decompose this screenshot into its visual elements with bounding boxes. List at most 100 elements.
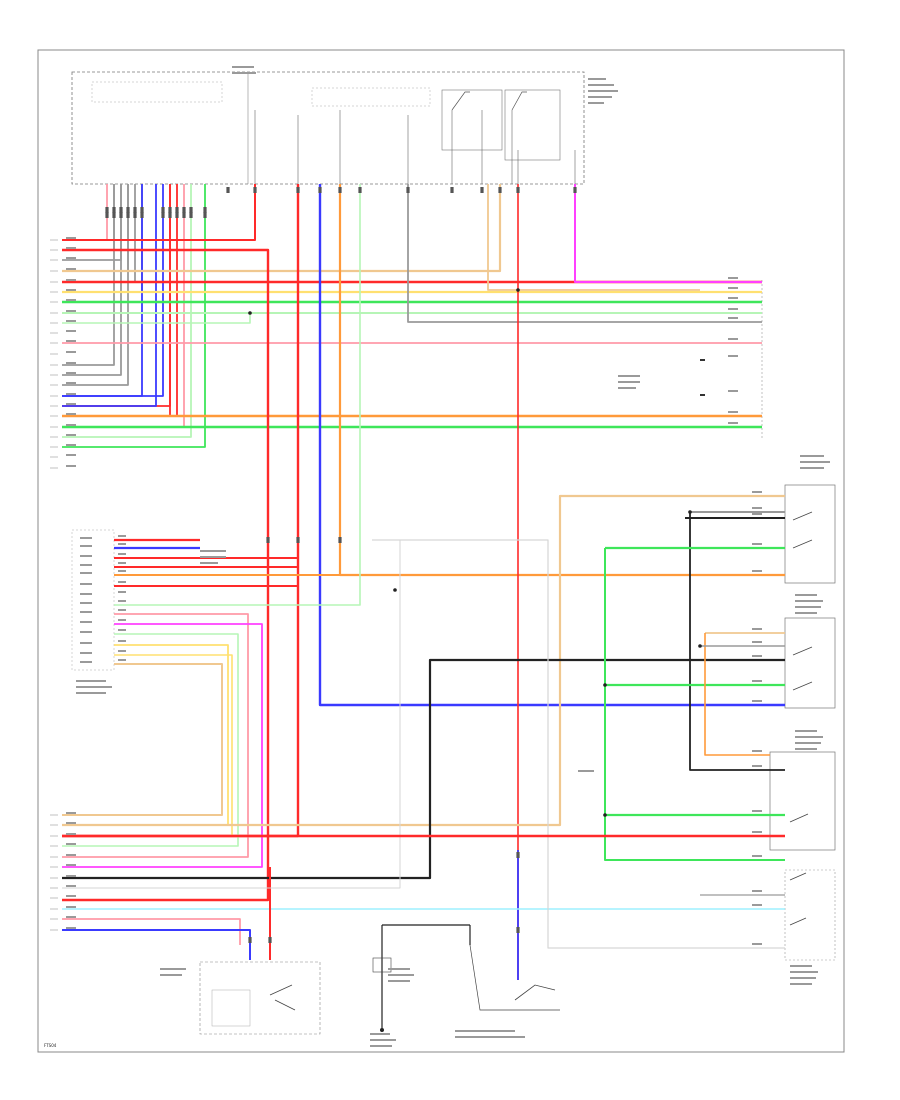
label-mark xyxy=(752,570,762,572)
label-mark xyxy=(66,299,76,301)
label-mark xyxy=(66,403,76,405)
connector-mark xyxy=(358,187,362,193)
label-mark xyxy=(66,864,76,866)
connector-mark xyxy=(140,212,144,218)
label-mark xyxy=(80,611,92,613)
connector-mark xyxy=(182,212,186,218)
label-mark xyxy=(790,977,816,979)
wire-red-top xyxy=(62,184,256,241)
connector-mark xyxy=(498,187,502,193)
label-mark xyxy=(66,289,76,291)
label-mark xyxy=(728,411,738,413)
connector-mark xyxy=(168,207,172,213)
label-mark xyxy=(80,661,92,663)
label-mark xyxy=(752,765,762,767)
label-mark xyxy=(795,606,821,608)
label-mark xyxy=(66,843,76,845)
label-mark xyxy=(588,78,606,80)
splice-dot xyxy=(248,311,252,315)
label-mark xyxy=(66,906,76,908)
label-mark xyxy=(752,831,762,833)
label-mark xyxy=(118,543,126,545)
splice-dot xyxy=(393,588,397,592)
page-code: FTS04 xyxy=(44,1043,57,1048)
wire-drop xyxy=(62,184,192,438)
label-mark xyxy=(728,297,738,299)
label-mark xyxy=(66,465,76,467)
connector-mark xyxy=(189,207,193,213)
wire-blue-bottom xyxy=(62,929,251,960)
label-ticks xyxy=(66,66,830,1047)
connector-mark xyxy=(573,187,577,193)
right-switch-boxes xyxy=(769,484,836,961)
wire-short xyxy=(62,313,251,324)
wire-orange-vertical xyxy=(338,184,785,577)
right-upper-connector xyxy=(700,280,763,440)
label-mark xyxy=(200,556,226,558)
label-mark xyxy=(752,904,762,906)
label-mark xyxy=(588,102,604,104)
bottom-left-switch xyxy=(199,961,321,1035)
label-mark xyxy=(752,655,762,657)
label-mark xyxy=(752,507,762,509)
mid-left-component xyxy=(71,529,115,671)
label-mark xyxy=(795,742,821,744)
connector-mark xyxy=(140,207,144,213)
wire-lg-vertical xyxy=(114,184,361,606)
label-mark xyxy=(455,1036,525,1038)
label-mark xyxy=(800,461,830,463)
label-mark xyxy=(588,90,618,92)
splice-dot xyxy=(516,288,520,292)
splice-dot xyxy=(688,510,692,514)
label-mark xyxy=(80,621,92,623)
label-mark xyxy=(66,393,76,395)
label-mark xyxy=(118,629,126,631)
wire-drop xyxy=(62,184,129,386)
label-mark xyxy=(370,1039,396,1041)
label-mark xyxy=(66,320,76,322)
label-mark xyxy=(618,375,640,377)
wire-yellow-down xyxy=(62,644,229,826)
label-mark xyxy=(66,279,76,281)
connector-mark xyxy=(296,187,300,193)
label-mark xyxy=(118,659,126,661)
label-mark xyxy=(66,875,76,877)
label-mark xyxy=(752,750,762,752)
label-mark xyxy=(455,1030,515,1032)
wire-pink-down xyxy=(62,613,249,858)
connector-mark xyxy=(175,207,179,213)
label-mark xyxy=(66,382,76,384)
connector-mark xyxy=(480,187,484,193)
label-mark xyxy=(795,730,817,732)
wire-drop xyxy=(62,184,178,417)
label-mark xyxy=(66,895,76,897)
diagram-frame xyxy=(37,49,845,1053)
label-mark xyxy=(66,854,76,856)
label-mark xyxy=(752,491,762,493)
wire-magenta-down xyxy=(62,623,263,868)
connector-mark xyxy=(450,187,454,193)
connector-mark xyxy=(266,537,270,543)
label-mark xyxy=(66,812,76,814)
splice-dot xyxy=(603,683,607,687)
connector-mark xyxy=(119,207,123,213)
label-mark xyxy=(66,310,76,312)
connector-mark xyxy=(161,207,165,213)
label-mark xyxy=(618,381,640,383)
label-mark xyxy=(588,84,614,86)
label-mark xyxy=(752,641,762,643)
label-mark xyxy=(232,72,256,74)
wire-drop xyxy=(62,184,122,376)
label-mark xyxy=(795,600,823,602)
wire-tan-down xyxy=(62,663,223,816)
connector-mark xyxy=(105,207,109,213)
label-mark xyxy=(76,680,106,682)
label-mark xyxy=(795,612,817,614)
label-mark xyxy=(752,628,762,630)
label-mark xyxy=(66,340,76,342)
label-mark xyxy=(728,390,738,392)
label-mark xyxy=(728,287,738,289)
label-mark xyxy=(118,535,126,537)
label-mark xyxy=(800,467,824,469)
bottom-connector-pins xyxy=(50,814,58,931)
